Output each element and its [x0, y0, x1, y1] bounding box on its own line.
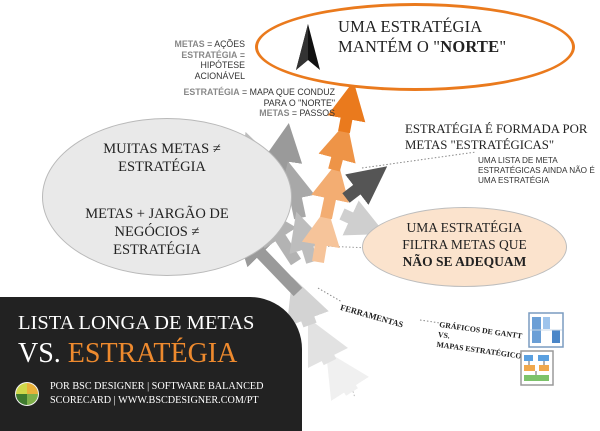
strategy-list-note: UMA LISTA DE META ESTRATÉGICAS AINDA NÃO…	[478, 156, 598, 186]
jargon-line3: ESTRATÉGIA	[113, 242, 201, 258]
connector-tools-b	[419, 319, 441, 324]
filter-line1: UMA ESTRATÉGIA	[406, 220, 523, 235]
note-strategy-map: ESTRATÉGIA = MAPA QUE CONDUZ PARA O "NOR…	[130, 87, 335, 119]
note-key: ESTRATÉGIA	[183, 87, 240, 97]
note-text: ACIONÁVEL	[194, 70, 245, 81]
jargon-line2: NEGÓCIOS ≠	[114, 224, 200, 240]
list-note-line1: UMA LISTA DE META	[478, 156, 558, 165]
many-goals-line1: MUITAS METAS ≠	[103, 141, 221, 157]
arrow-orange-2	[311, 161, 349, 220]
note-goals-actions: METAS = AÇÕES ESTRATÉGIA = HIPÓTESE ACIO…	[140, 39, 245, 81]
note-text: PARA O "NORTE"	[263, 97, 335, 108]
arrow-right-light	[339, 200, 386, 236]
north-line2-prefix: MANTÉM O "	[338, 37, 441, 56]
arrow-segment	[286, 276, 329, 328]
note-key: ESTRATÉGIA	[181, 49, 238, 60]
note-key: METAS	[259, 108, 290, 118]
arrow-up-gray-2	[277, 161, 315, 220]
arrow-right-dark	[342, 166, 388, 205]
north-line2: MANTÉM O "NORTE"	[338, 37, 568, 57]
credit-line2: SCORECARD | WWW.BSCDESIGNER.COM/PT	[50, 395, 259, 406]
strategy-map-icon	[520, 350, 554, 386]
title-banner	[0, 297, 302, 431]
left-ellipse	[42, 118, 292, 276]
many-goals-text: MUITAS METAS ≠ ESTRATÉGIA	[82, 140, 242, 176]
north-line2-bold: NORTE	[440, 37, 500, 56]
note-key: METAS	[174, 39, 205, 49]
jargon-line1: METAS + JARGÃO DE	[85, 206, 229, 222]
connector-tools-a	[317, 287, 343, 303]
arrow-orange-3	[318, 121, 356, 172]
arrow-orange-4	[327, 81, 366, 134]
north-arrow-icon	[296, 24, 320, 70]
credit-text: POR BSC DESIGNER | SOFTWARE BALANCED SCO…	[50, 380, 290, 408]
connector-formed	[361, 151, 477, 169]
list-note-line2: ESTRATÉGICAS AINDA NÃO É	[478, 166, 595, 175]
credit-line1: POR BSC DESIGNER | SOFTWARE BALANCED	[50, 381, 264, 392]
note-text: = MAPA QUE CONDUZ	[239, 87, 335, 97]
north-statement: UMA ESTRATÉGIA MANTÉM O "NORTE"	[338, 17, 568, 57]
note-text: = PASSOS	[289, 108, 335, 118]
banner-vs: VS.	[18, 338, 68, 369]
note-text: = HIPÓTESE	[200, 49, 245, 71]
arrow-orange-1	[301, 207, 340, 263]
strategy-formed-text: ESTRATÉGIA É FORMADA POR METAS "ESTRATÉG…	[405, 122, 595, 153]
filter-line2: FILTRA METAS QUE	[402, 237, 527, 252]
arrow-up-gray-3	[289, 211, 327, 264]
list-note-line3: UMA ESTRATÉGIA	[478, 176, 550, 185]
north-line2-suffix: "	[499, 37, 507, 56]
note-text: = AÇÕES	[204, 39, 245, 49]
arrow-segment	[307, 317, 349, 369]
bsc-designer-logo-icon	[15, 382, 39, 406]
arrow-segment	[325, 351, 369, 401]
filter-line3: NÃO SE ADEQUAM	[402, 254, 527, 269]
formed-line2: METAS "ESTRATÉGICAS"	[405, 137, 555, 152]
many-goals-line2: ESTRATÉGIA	[118, 159, 206, 175]
north-line1: UMA ESTRATÉGIA	[338, 17, 483, 36]
gantt-chart-icon	[528, 312, 564, 348]
filter-text: UMA ESTRATÉGIA FILTRA METAS QUE NÃO SE A…	[372, 219, 557, 270]
banner-title-line1: LISTA LONGA DE METAS	[18, 312, 255, 334]
banner-strategy-word: ESTRATÉGIA	[67, 338, 238, 369]
formed-line1: ESTRATÉGIA É FORMADA POR	[405, 122, 588, 136]
banner-title-line2: VS. ESTRATÉGIA	[18, 338, 237, 370]
jargon-text: METAS + JARGÃO DE NEGÓCIOS ≠ ESTRATÉGIA	[62, 205, 252, 259]
filter-ellipse	[362, 207, 567, 287]
